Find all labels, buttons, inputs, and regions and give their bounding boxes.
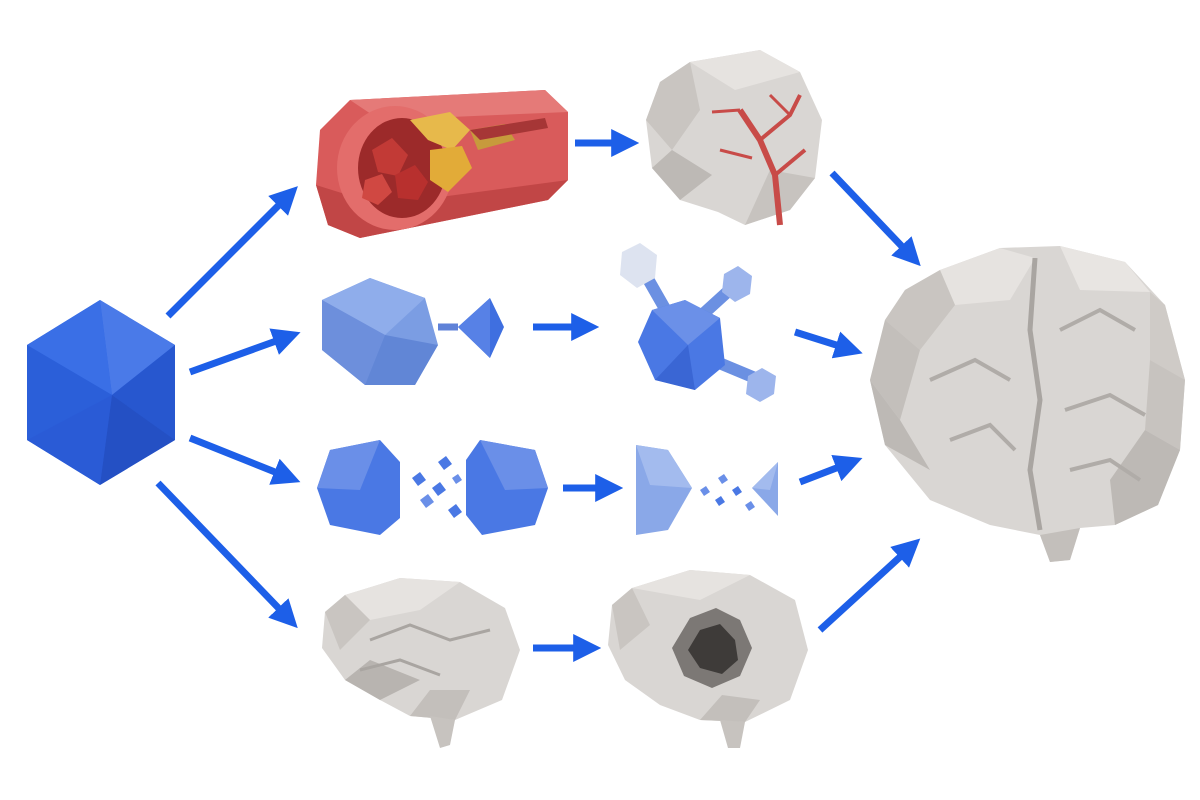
arrow-source-to-hexagon-diamond [188, 328, 301, 376]
half-fragments-icon [636, 445, 778, 535]
arrow-half-fragments-to-outcome [798, 454, 863, 486]
split-fragments-icon [317, 440, 548, 535]
molecule-icon [620, 243, 776, 402]
arrow-vessel-brain-to-outcome [829, 170, 921, 267]
flow-arrows [155, 129, 921, 662]
brain-with-vessels-icon [646, 50, 822, 226]
hollow-brain-icon [608, 570, 808, 748]
arrow-source-to-split-fragments [188, 434, 301, 485]
blocked-artery-icon [316, 90, 568, 238]
arrow-hollow-brain-to-outcome [817, 538, 921, 633]
hexagon-with-diamond-icon [322, 278, 504, 385]
arrow-source-to-artery [165, 186, 298, 319]
shrunk-brain-icon [322, 578, 520, 748]
blue-hexagon-icon [27, 300, 175, 485]
large-brain-icon [870, 246, 1185, 562]
arrow-source-to-shrunk-brain [155, 480, 298, 629]
arrow-molecule-to-outcome [793, 328, 863, 359]
